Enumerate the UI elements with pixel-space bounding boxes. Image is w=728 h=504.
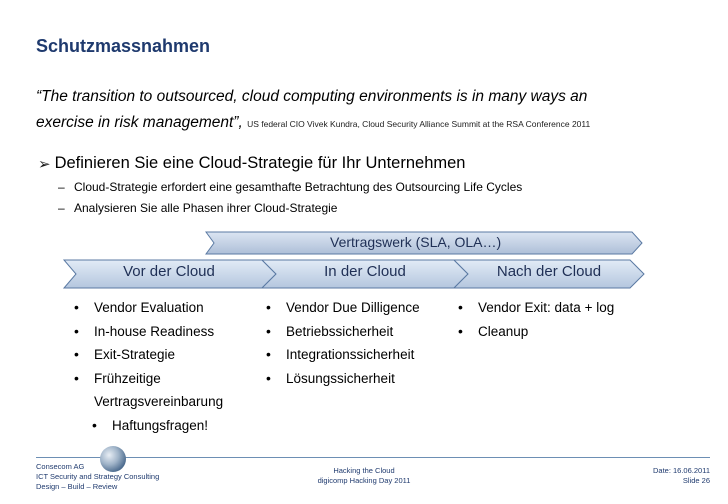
list-item: Exit-Strategie <box>74 343 223 367</box>
phase-label-during: In der Cloud <box>324 263 406 280</box>
footer-tagline: Design – Build – Review <box>36 482 118 491</box>
contract-band-label: Vertragswerk (SLA, OLA…) <box>330 234 502 250</box>
dash-icon: – <box>58 201 65 215</box>
sub-point-text: Cloud-Strategie erfordert eine gesamthaf… <box>74 180 523 194</box>
footer-date-slide: Date: 16.06.2011 Slide 26 <box>653 466 710 486</box>
sub-point-2: –Analysieren Sie alle Phasen ihrer Cloud… <box>58 201 337 215</box>
list-item: Vendor Evaluation <box>74 296 223 320</box>
footer-event-name: digicomp Hacking Day 2011 <box>317 476 411 485</box>
footer-company-name: Consecom AG <box>36 462 85 471</box>
phase-label-before: Vor der Cloud <box>123 263 215 280</box>
dash-icon: – <box>58 180 65 194</box>
quote: “The transition to outsourced, cloud com… <box>36 84 706 137</box>
footer-event: Hacking the Cloud digicomp Hacking Day 2… <box>300 466 428 486</box>
phase-label-after: Nach der Cloud <box>496 263 602 280</box>
list-item: Vendor Exit: data + log <box>458 296 614 320</box>
list-item: Cleanup <box>458 320 614 344</box>
footer-divider <box>36 457 710 458</box>
footer-division: ICT Security and Strategy Consulting <box>36 472 160 481</box>
list-item: In-house Readiness <box>74 320 223 344</box>
phase-list-after: Vendor Exit: data + log Cleanup <box>458 296 614 343</box>
footer-talk-title: Hacking the Cloud <box>333 466 395 475</box>
phase-list-during: Vendor Due Dilligence Betriebssicherheit… <box>266 296 420 390</box>
quote-line-2: exercise in risk management”, <box>36 114 243 131</box>
phase-list-before: Vendor Evaluation In-house Readiness Exi… <box>74 296 223 437</box>
footer-company: Consecom AG ICT Security and Strategy Co… <box>36 462 159 492</box>
quote-line-1: “The transition to outsourced, cloud com… <box>36 88 588 105</box>
phase-chevron-after <box>452 259 645 289</box>
list-item: Integrationssicherheit <box>266 343 420 367</box>
list-item-line-2: Vertragsvereinbarung <box>94 394 224 409</box>
list-item: Lösungssicherheit <box>266 367 420 391</box>
footer-date: Date: 16.06.2011 <box>653 466 710 475</box>
arrow-bullet-icon: ➢ <box>38 155 51 173</box>
nested-list-item: Haftungsfragen! <box>74 414 223 438</box>
list-item: Betriebssicherheit <box>266 320 420 344</box>
footer-slide-number: Slide 26 <box>682 476 710 485</box>
main-point-text: Definieren Sie eine Cloud-Strategie für … <box>54 154 466 172</box>
sub-point-1: –Cloud-Strategie erfordert eine gesamtha… <box>58 180 522 194</box>
contract-band <box>205 231 643 255</box>
list-item-line-1: Frühzeitige <box>94 370 161 386</box>
main-point: ➢ Definieren Sie eine Cloud-Strategie fü… <box>38 154 465 173</box>
sub-point-text: Analysieren Sie alle Phasen ihrer Cloud-… <box>74 201 338 215</box>
list-item: Vendor Due Dilligence <box>266 296 420 320</box>
quote-source: US federal CIO Vivek Kundra, Cloud Secur… <box>247 119 591 129</box>
slide-title: Schutzmassnahmen <box>36 36 211 56</box>
lifecycle-diagram <box>62 231 645 289</box>
globe-logo-icon <box>100 446 126 472</box>
